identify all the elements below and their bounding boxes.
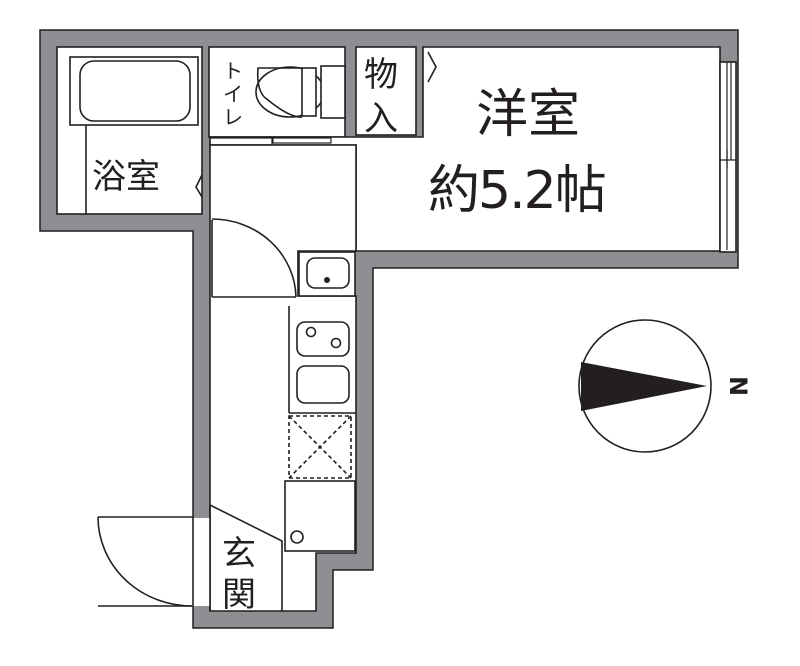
western-room-label: 洋室 [476,85,580,145]
window-icon [719,61,737,253]
toilet-label-2: イ [223,82,243,106]
western-room-size: 約5.2帖 [428,161,605,221]
bathroom-label: 浴室 [92,157,160,197]
toilet-door-icon [209,137,332,146]
toilet-label-3: レ [223,105,243,129]
stove-icon [296,321,350,357]
bathroom-door-icon [195,174,203,198]
entrance-label-1: 玄 [222,534,256,574]
toilet-label-1: ト [223,59,243,83]
wash-basin-icon [298,251,356,297]
kitchen-counter [288,306,356,414]
toilet-bowl-icon [255,65,346,119]
north-label: N [724,376,752,396]
sink-icon [296,365,350,404]
bathtub [69,56,199,214]
entrance-step [209,504,283,611]
storage-label-2: 入 [364,99,398,139]
compass-icon [578,319,712,453]
storage-label-1: 物 [364,55,398,95]
washer-space-icon [284,480,356,552]
room-door-icon [211,218,297,298]
fridge-space-icon [288,415,352,479]
front-door-icon [97,505,211,611]
entrance-label-2: 関 [222,575,256,615]
storage-door-icon [427,51,437,83]
